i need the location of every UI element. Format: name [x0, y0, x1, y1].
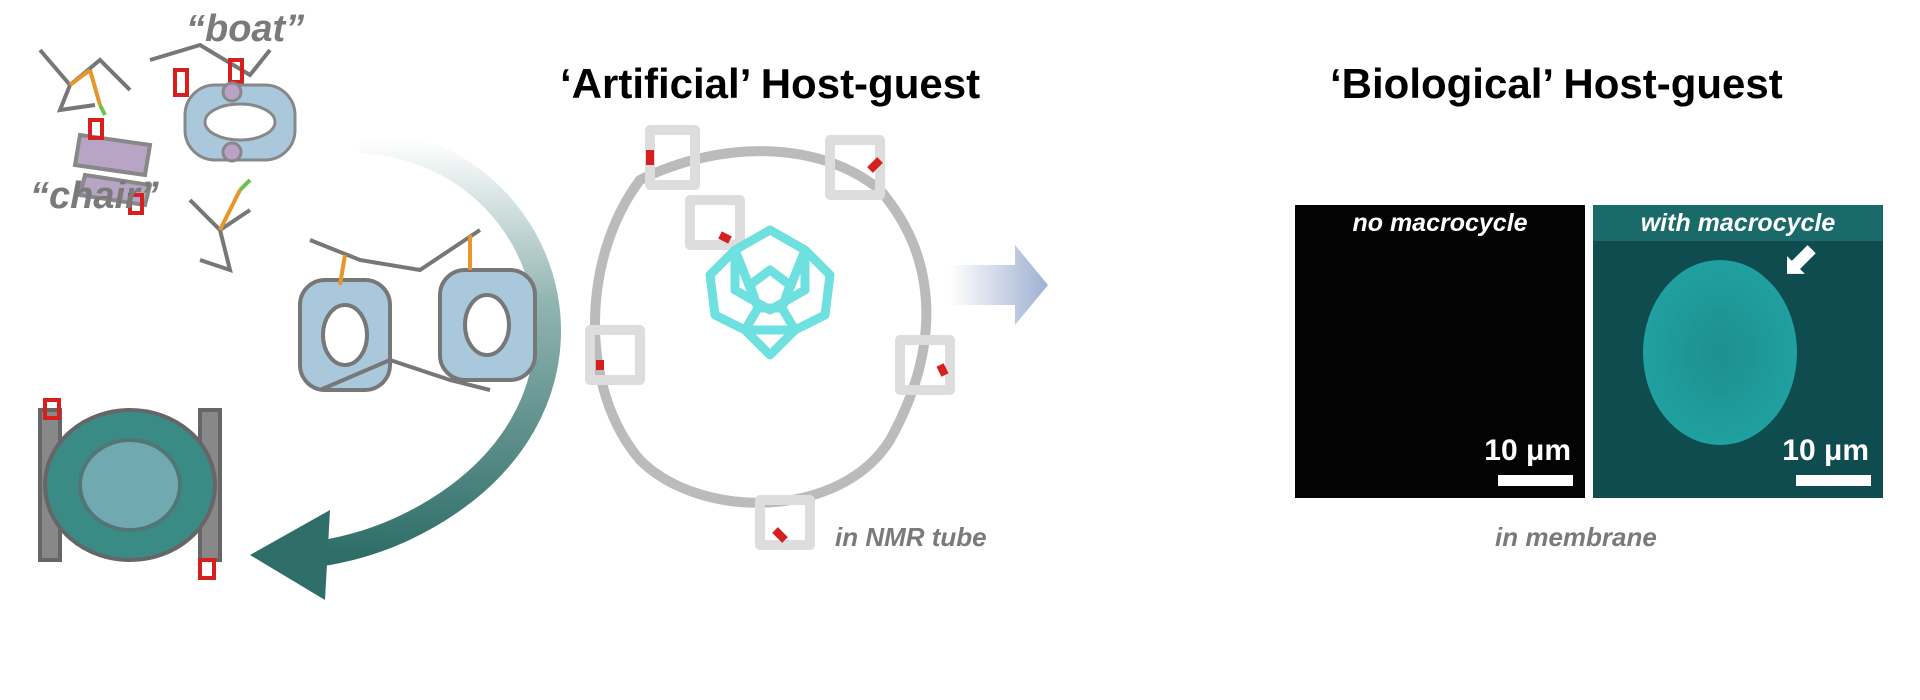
- process-arrow: [950, 245, 1048, 325]
- assembled-complex: [298, 228, 537, 392]
- corannulene-guest: [705, 225, 835, 360]
- scale-label: 10 μm: [1782, 434, 1869, 467]
- boat-label: “boat”: [186, 8, 305, 50]
- cavity-complex: [38, 398, 222, 580]
- vesicle: [1643, 260, 1797, 445]
- transformation-arrow: [299, 127, 561, 568]
- arrow-head: [250, 510, 330, 600]
- chair-molecule: [72, 118, 153, 215]
- chair-label: “chair”: [30, 175, 159, 217]
- micrograph-with-macrocycle: with macrocycle ⬅ 10 μm: [1593, 205, 1883, 498]
- biological-title: ‘Biological’ Host-guest: [1330, 60, 1783, 107]
- pd-complex-molecule: [38, 48, 132, 116]
- scale-bar: [1498, 475, 1573, 486]
- pd-complex-molecule-2: [188, 178, 252, 274]
- micrograph-no-macrocycle: no macrocycle 10 μm: [1295, 205, 1585, 498]
- nmr-caption: in NMR tube: [835, 522, 987, 552]
- image-label: with macrocycle: [1593, 205, 1883, 241]
- image-label: no macrocycle: [1352, 209, 1528, 237]
- scale-bar: [1796, 475, 1871, 486]
- macrocycle-host: [585, 125, 955, 550]
- boat-molecule: [149, 42, 272, 97]
- scale-label: 10 μm: [1484, 434, 1571, 467]
- membrane-caption: in membrane: [1495, 522, 1657, 552]
- macrocycle-monomer: [183, 81, 297, 163]
- artificial-title: ‘Artificial’ Host-guest: [560, 60, 981, 107]
